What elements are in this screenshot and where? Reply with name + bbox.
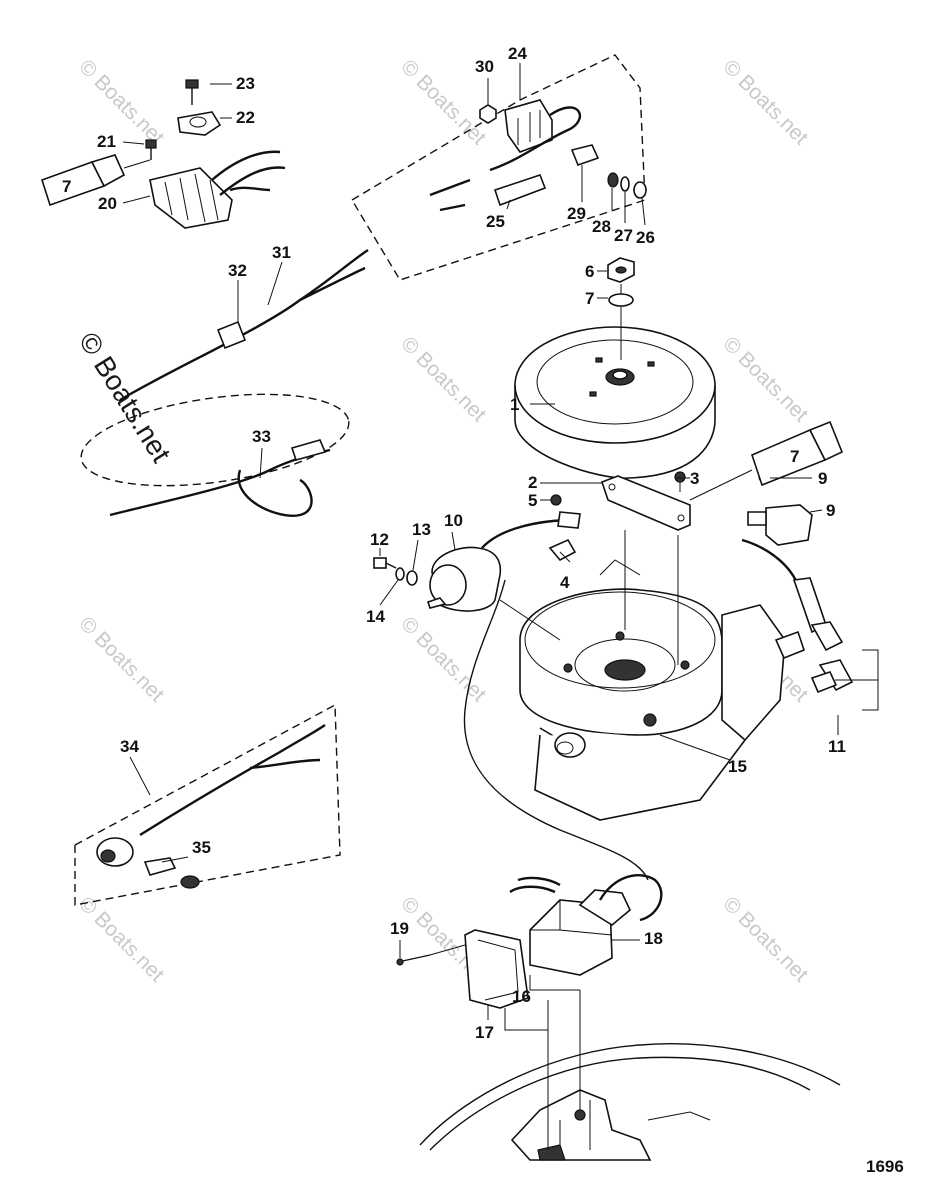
engine-block — [534, 732, 746, 821]
callout-23: 23 — [236, 74, 255, 93]
callout-26: 26 — [636, 228, 655, 247]
watermark: © Boats.net — [718, 332, 812, 426]
callout-13: 13 — [412, 520, 431, 539]
screw-3 — [674, 471, 686, 492]
callout-20: 20 — [98, 194, 117, 213]
callout-11: 11 — [828, 737, 846, 756]
ignition-coil — [426, 511, 581, 612]
watermark: © Boats.net — [718, 55, 812, 149]
clamp-22 — [177, 111, 222, 136]
screw-19 — [396, 954, 431, 966]
leader-lines — [122, 63, 839, 1020]
callout-34: 34 — [120, 737, 139, 756]
bracket-17 — [464, 929, 529, 1009]
harness-31 — [119, 249, 369, 402]
flywheel-washer — [608, 293, 634, 307]
callout-5: 5 — [528, 491, 537, 510]
high-tension-lead — [741, 538, 844, 660]
rectifier — [429, 99, 582, 212]
callout-19: 19 — [390, 919, 409, 938]
callout-9a: 9 — [818, 469, 827, 488]
callout-27: 27 — [614, 226, 633, 245]
watermark: © Boats.net — [74, 892, 168, 986]
watermark: © Boats.net — [718, 892, 812, 986]
callout-7: 7 — [585, 289, 594, 308]
callout-6: 6 — [585, 262, 594, 281]
washer-27 — [620, 176, 630, 192]
callout-35: 35 — [192, 838, 211, 857]
callout-10: 10 — [444, 511, 463, 530]
washer-13 — [406, 570, 418, 586]
callout-17: 17 — [475, 1023, 494, 1042]
callout-32: 32 — [228, 261, 247, 280]
callout-31: 31 — [272, 243, 291, 262]
callout-29: 29 — [567, 204, 586, 223]
spark-plug-cap-11 — [810, 659, 854, 694]
callout-22: 22 — [236, 108, 255, 127]
callout-33: 33 — [252, 427, 271, 446]
callout-14: 14 — [366, 607, 385, 626]
group-box-stop-switch — [74, 703, 341, 906]
callout-18: 18 — [644, 929, 663, 948]
coil-ground-wire — [463, 579, 649, 881]
stator-screw — [643, 713, 657, 727]
callout-labels: 1 2 3 4 5 6 7 9 9 10 11 12 13 14 15 16 1… — [97, 44, 846, 1042]
callout-1: 1 — [510, 395, 519, 414]
callout-16: 16 — [512, 987, 531, 1006]
clip-4 — [548, 538, 577, 562]
callout-24: 24 — [508, 44, 527, 63]
regulator-20 — [149, 150, 286, 229]
callout-12: 12 — [370, 530, 389, 549]
callout-2: 2 — [528, 473, 537, 492]
switch-box-18 — [509, 873, 663, 976]
screw-26 — [633, 181, 647, 199]
harness-33 — [109, 439, 331, 517]
lanyard-clip-35 — [143, 857, 200, 889]
callout-9b: 9 — [826, 501, 835, 520]
screw-21 — [145, 139, 157, 160]
sealant-tube-left: 7 — [41, 154, 126, 207]
tube-label: 7 — [790, 447, 799, 466]
coil-9 — [747, 504, 813, 546]
fuse-holder-25 — [493, 173, 547, 207]
callout-4: 4 — [560, 573, 570, 592]
callout-15: 15 — [728, 757, 747, 776]
callout-21: 21 — [97, 132, 116, 151]
washer-14 — [395, 567, 405, 581]
flywheel-nut — [607, 257, 635, 283]
nut-30 — [479, 104, 497, 124]
callout-25: 25 — [486, 212, 505, 231]
callout-30: 30 — [475, 57, 494, 76]
watermark: © Boats.net — [74, 612, 168, 706]
callout-3: 3 — [690, 469, 699, 488]
sealant-tube-right: 7 — [751, 420, 844, 487]
tube-label: 7 — [62, 177, 71, 196]
washer-28 — [607, 172, 619, 188]
callout-28: 28 — [592, 217, 611, 236]
trigger — [600, 475, 691, 531]
bracket-29 — [570, 144, 600, 167]
screw-23 — [185, 79, 199, 105]
watermark: © Boats.net — [74, 55, 168, 149]
flywheel — [514, 326, 716, 479]
screw-5 — [550, 494, 562, 506]
figure-number: 1696 — [866, 1157, 904, 1176]
stop-switch-34 — [96, 724, 326, 867]
screw-12 — [373, 557, 397, 569]
harness-loop — [80, 393, 350, 487]
watermark: © Boats.net — [396, 332, 490, 426]
lower-cowl — [419, 1043, 841, 1161]
